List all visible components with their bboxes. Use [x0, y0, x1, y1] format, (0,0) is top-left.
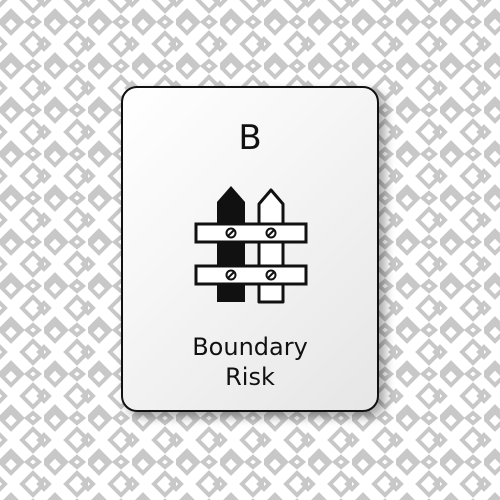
card-title-line-1: Boundary	[192, 333, 308, 361]
fence-icon	[194, 186, 308, 304]
card-title-line-2: Risk	[225, 363, 275, 391]
card-title: Boundary Risk	[123, 332, 377, 392]
risk-card: B Boundary Risk	[121, 86, 379, 412]
card-letter: B	[238, 118, 262, 158]
